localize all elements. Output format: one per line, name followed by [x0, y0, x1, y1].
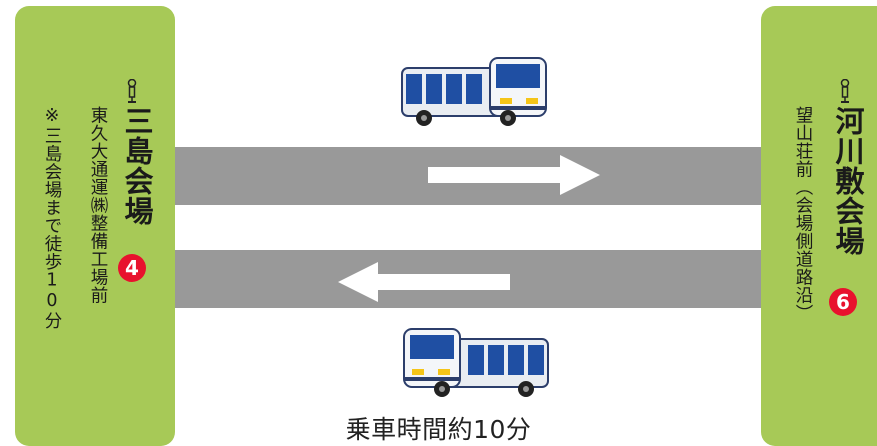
right-stop-number-badge: 6 [829, 282, 857, 316]
bus-stop-icon [127, 79, 137, 103]
arrow-right-icon [428, 155, 600, 195]
left-stop-number-badge: 4 [118, 248, 146, 282]
arrow-left-icon [338, 262, 510, 302]
bus-stop-icon [840, 79, 850, 103]
right-stop-title: 河川敷会場 [831, 106, 865, 256]
bus-icon [403, 328, 549, 397]
left-stop-panel [15, 6, 175, 446]
bus-icon [401, 57, 547, 126]
left-stop-title-text: 三島会場 [120, 106, 154, 226]
left-stop-name: 東久大通運㈱整備工場前 [88, 106, 108, 304]
right-stop-name: 望山荘前（会場側道路沿） [793, 106, 813, 322]
left-stop-title: 三島会場 [116, 106, 158, 226]
stop-number-badge: 4 [118, 254, 146, 282]
left-stop-note: ※三島会場まで徒歩10分 [42, 106, 62, 330]
right-stop-panel [761, 6, 877, 446]
stop-number-badge: 6 [829, 288, 857, 316]
ride-time-caption: 乗車時間約10分 [345, 415, 532, 444]
